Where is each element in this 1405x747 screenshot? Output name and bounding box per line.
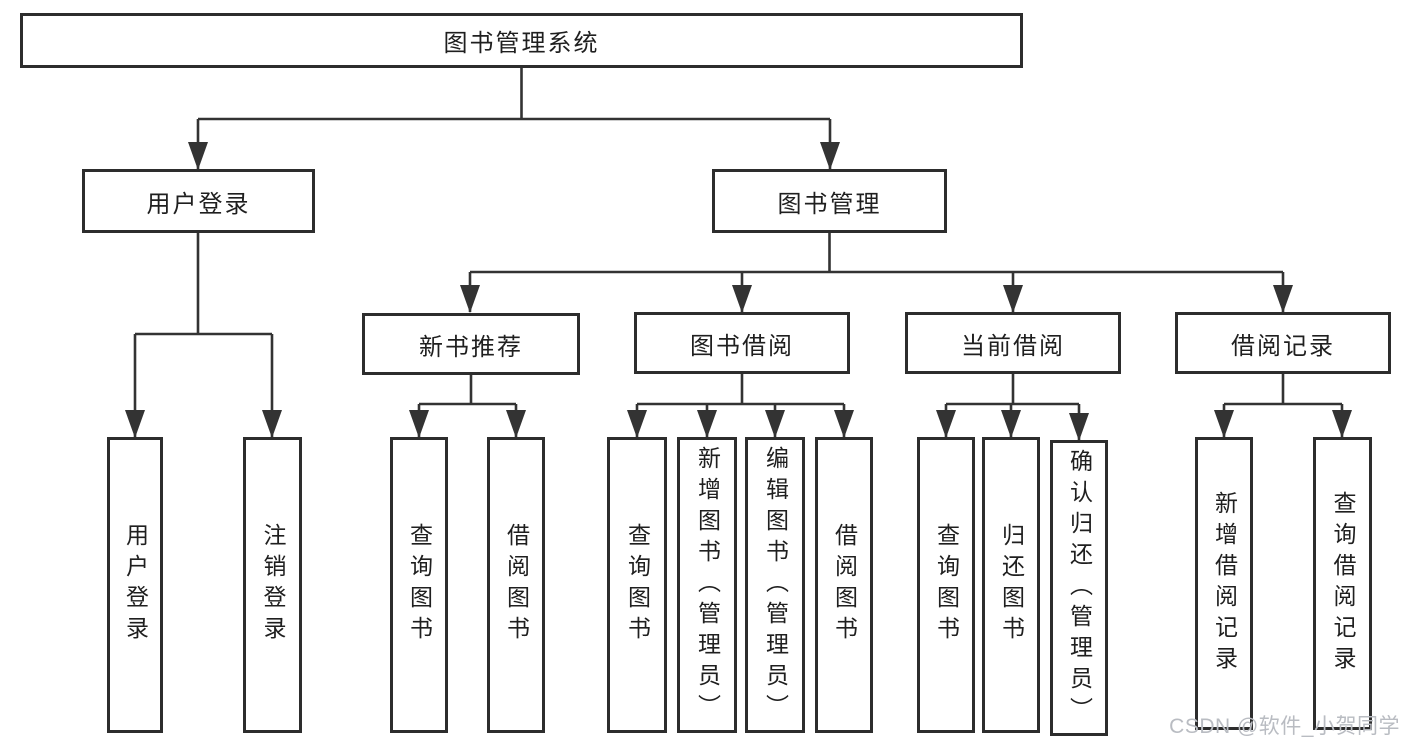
node-label: 借阅图书	[503, 523, 530, 647]
node-new-book-recommend: 新书推荐	[362, 313, 580, 375]
node-label: 新书推荐	[419, 333, 523, 361]
node-label: 图书管理	[777, 190, 882, 218]
trunk-bookmgmt-level3	[470, 233, 1283, 274]
leaf-edit-book-admin: 编辑图书（管理员）	[745, 437, 805, 733]
leaf-add-borrow-record: 新增借阅记录	[1195, 437, 1253, 730]
leaf-borrow-books-1: 借阅图书	[487, 437, 545, 733]
node-label: 图书借阅	[690, 332, 794, 360]
node-label: 确认归还（管理员）	[1066, 448, 1093, 728]
node-user-login: 用户登录	[82, 169, 315, 233]
leaf-query-books-3: 查询图书	[917, 437, 975, 733]
trunk-newbook-leaves	[419, 375, 516, 406]
node-book-management: 图书管理	[712, 169, 947, 233]
leaf-return-books: 归还图书	[982, 437, 1040, 733]
leaf-user-login: 用户登录	[107, 437, 163, 733]
leaf-query-books-2: 查询图书	[607, 437, 667, 733]
node-label: 注销登录	[260, 523, 286, 647]
leaf-borrow-books-2: 借阅图书	[815, 437, 873, 733]
leaf-logout: 注销登录	[243, 437, 302, 733]
node-borrowing-records: 借阅记录	[1175, 312, 1391, 374]
trunk-root-level2	[198, 68, 830, 121]
node-label: 当前借阅	[961, 332, 1065, 360]
node-book-borrowing: 图书借阅	[634, 312, 850, 374]
csdn-watermark: CSDN @软件_小贺同学	[1169, 715, 1400, 738]
node-root-library-system: 图书管理系统	[20, 13, 1023, 68]
node-label: 用户登录	[146, 190, 251, 218]
trunk-userlogin-leaves	[135, 233, 272, 336]
trunk-records-leaves	[1224, 374, 1342, 406]
leaf-confirm-return-admin: 确认归还（管理员）	[1050, 440, 1108, 736]
node-label: 新增借阅记录	[1211, 490, 1238, 677]
node-label: 查询借阅记录	[1330, 490, 1356, 677]
leaf-query-borrow-record: 查询借阅记录	[1313, 437, 1372, 730]
node-label: 新增图书（管理员）	[694, 445, 721, 725]
node-label: 借阅图书	[831, 523, 858, 647]
node-label: 图书管理系统	[443, 30, 600, 57]
node-label: 查询图书	[624, 523, 651, 647]
node-current-borrowing: 当前借阅	[905, 312, 1121, 374]
node-label: 查询图书	[406, 523, 433, 647]
leaf-query-books-1: 查询图书	[390, 437, 448, 733]
leaf-add-book-admin: 新增图书（管理员）	[677, 437, 737, 733]
node-label: 归还图书	[998, 523, 1025, 647]
node-label: 编辑图书（管理员）	[762, 445, 789, 725]
node-label: 查询图书	[933, 523, 960, 647]
trunk-currentborrow-leaves	[946, 374, 1079, 406]
node-label: 借阅记录	[1231, 332, 1335, 360]
trunk-bookborrow-leaves	[637, 374, 844, 406]
node-label: 用户登录	[122, 523, 149, 647]
